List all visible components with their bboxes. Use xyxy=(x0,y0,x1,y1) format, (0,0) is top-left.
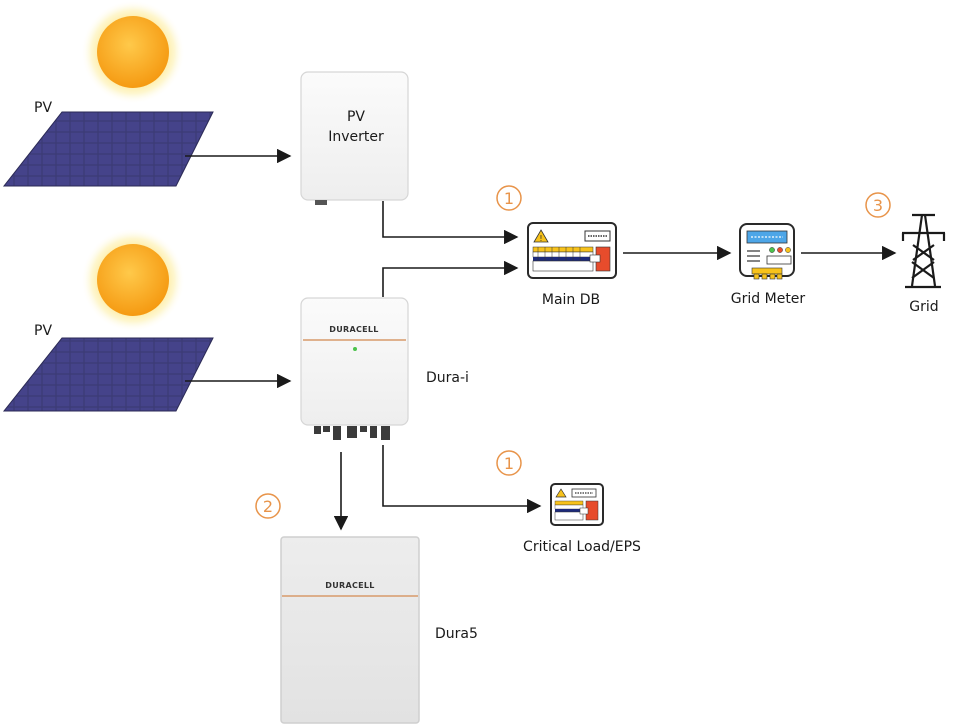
svg-text:3: 3 xyxy=(873,196,883,215)
pv-bottom-label: PV xyxy=(34,323,52,339)
critical-load-db xyxy=(550,483,604,526)
pv-top-label: PV xyxy=(34,100,52,116)
pv-inverter: PV Inverter xyxy=(300,71,409,205)
grid-label: Grid xyxy=(909,299,938,315)
arrow-dura-i-to-critical-load xyxy=(382,445,542,514)
transmission-tower-icon xyxy=(901,213,946,289)
sun-icon-top xyxy=(81,0,185,104)
dura5-brand-logo: DURACELL xyxy=(325,581,374,590)
grid-meter-label: Grid Meter xyxy=(731,291,806,307)
arrow-inverter-to-main-db xyxy=(382,201,519,245)
svg-text:1: 1 xyxy=(504,454,514,473)
badge-main-db: 1 xyxy=(496,185,522,211)
pv-inverter-label-line1: PV xyxy=(347,109,365,125)
arrow-dura-i-to-main-db xyxy=(382,260,519,297)
svg-text:2: 2 xyxy=(263,497,273,516)
pv-inverter-label-line2: Inverter xyxy=(328,129,384,145)
inverter-connectors xyxy=(314,426,390,440)
solar-panel-icon-top xyxy=(2,111,214,187)
solar-panel-icon-bottom xyxy=(2,337,214,412)
main-db-label: Main DB xyxy=(542,292,600,308)
dura5-label: Dura5 xyxy=(435,626,478,642)
svg-text:1: 1 xyxy=(504,189,514,208)
dura-i-inverter: DURACELL xyxy=(300,297,409,440)
badge-critical-load: 1 xyxy=(496,450,522,476)
sun-icon-bottom xyxy=(81,228,185,332)
critical-load-label: Critical Load/EPS xyxy=(523,539,641,555)
main-db: ! xyxy=(527,222,617,279)
connector-arrows xyxy=(185,148,897,531)
badge-battery: 2 xyxy=(255,493,281,519)
dura-i-brand-logo: DURACELL xyxy=(329,325,378,334)
warning-icon: ! xyxy=(533,229,549,243)
dura5-battery: DURACELL xyxy=(280,536,420,724)
dura-i-label: Dura-i xyxy=(426,370,469,386)
status-led xyxy=(353,347,357,351)
electricity-meter-icon xyxy=(739,223,795,280)
svg-text:!: ! xyxy=(539,234,542,243)
badge-grid: 3 xyxy=(865,192,891,218)
